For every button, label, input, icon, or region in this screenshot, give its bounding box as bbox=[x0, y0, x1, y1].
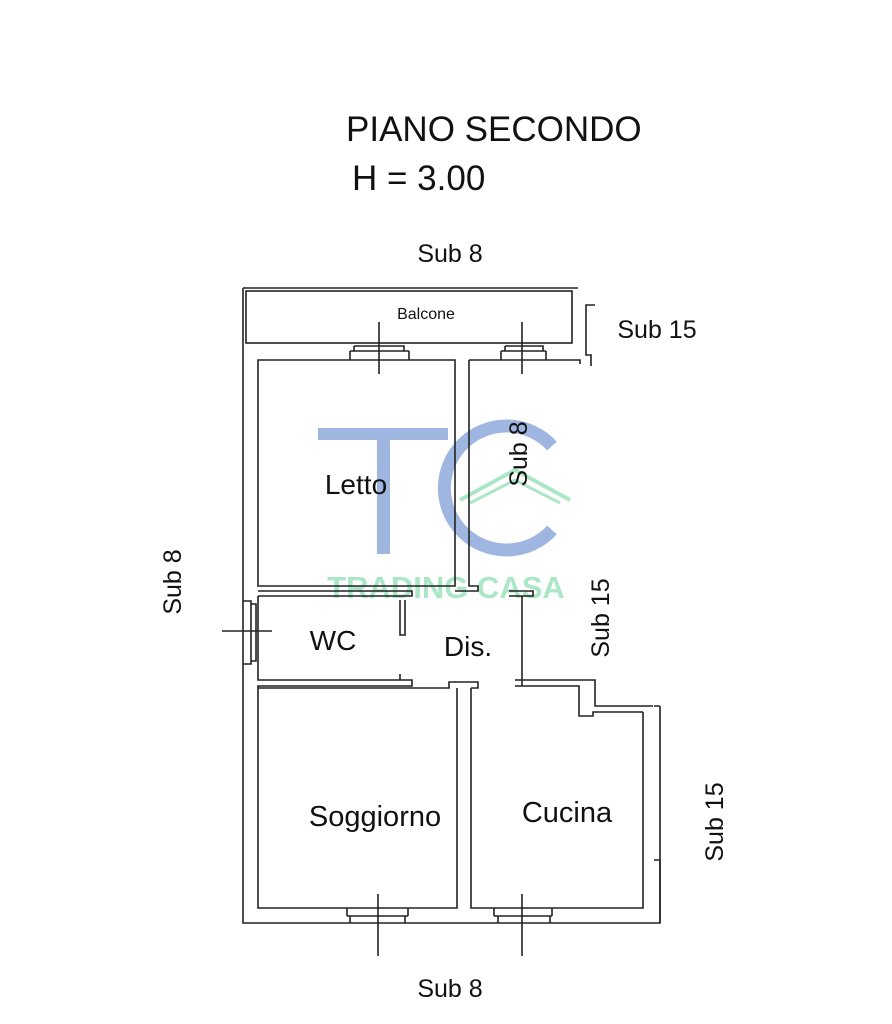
neighbor-top-right: Sub 15 bbox=[617, 316, 696, 344]
neighbor-left: Sub 8 bbox=[159, 549, 187, 614]
floor-title: PIANO SECONDO bbox=[346, 110, 642, 149]
room-wc: WC bbox=[310, 625, 357, 656]
ceiling-height: H = 3.00 bbox=[352, 159, 485, 198]
room-balcone: Balcone bbox=[397, 306, 455, 323]
room-cucina: Cucina bbox=[522, 797, 613, 829]
room-letto: Letto bbox=[325, 469, 387, 500]
room-soggiorno: Soggiorno bbox=[309, 801, 441, 833]
room-dis: Dis. bbox=[444, 631, 492, 662]
neighbor-mid-right: Sub 15 bbox=[587, 578, 615, 657]
neighbor-inner-right: Sub 8 bbox=[505, 421, 533, 486]
neighbor-bottom-right: Sub 15 bbox=[701, 782, 729, 861]
watermark-brand: TRADING CASA bbox=[327, 570, 565, 605]
walls bbox=[222, 287, 661, 956]
watermark-logo: TRADING CASA bbox=[318, 419, 571, 605]
neighbor-bottom: Sub 8 bbox=[417, 975, 482, 1003]
neighbor-top: Sub 8 bbox=[417, 240, 482, 268]
